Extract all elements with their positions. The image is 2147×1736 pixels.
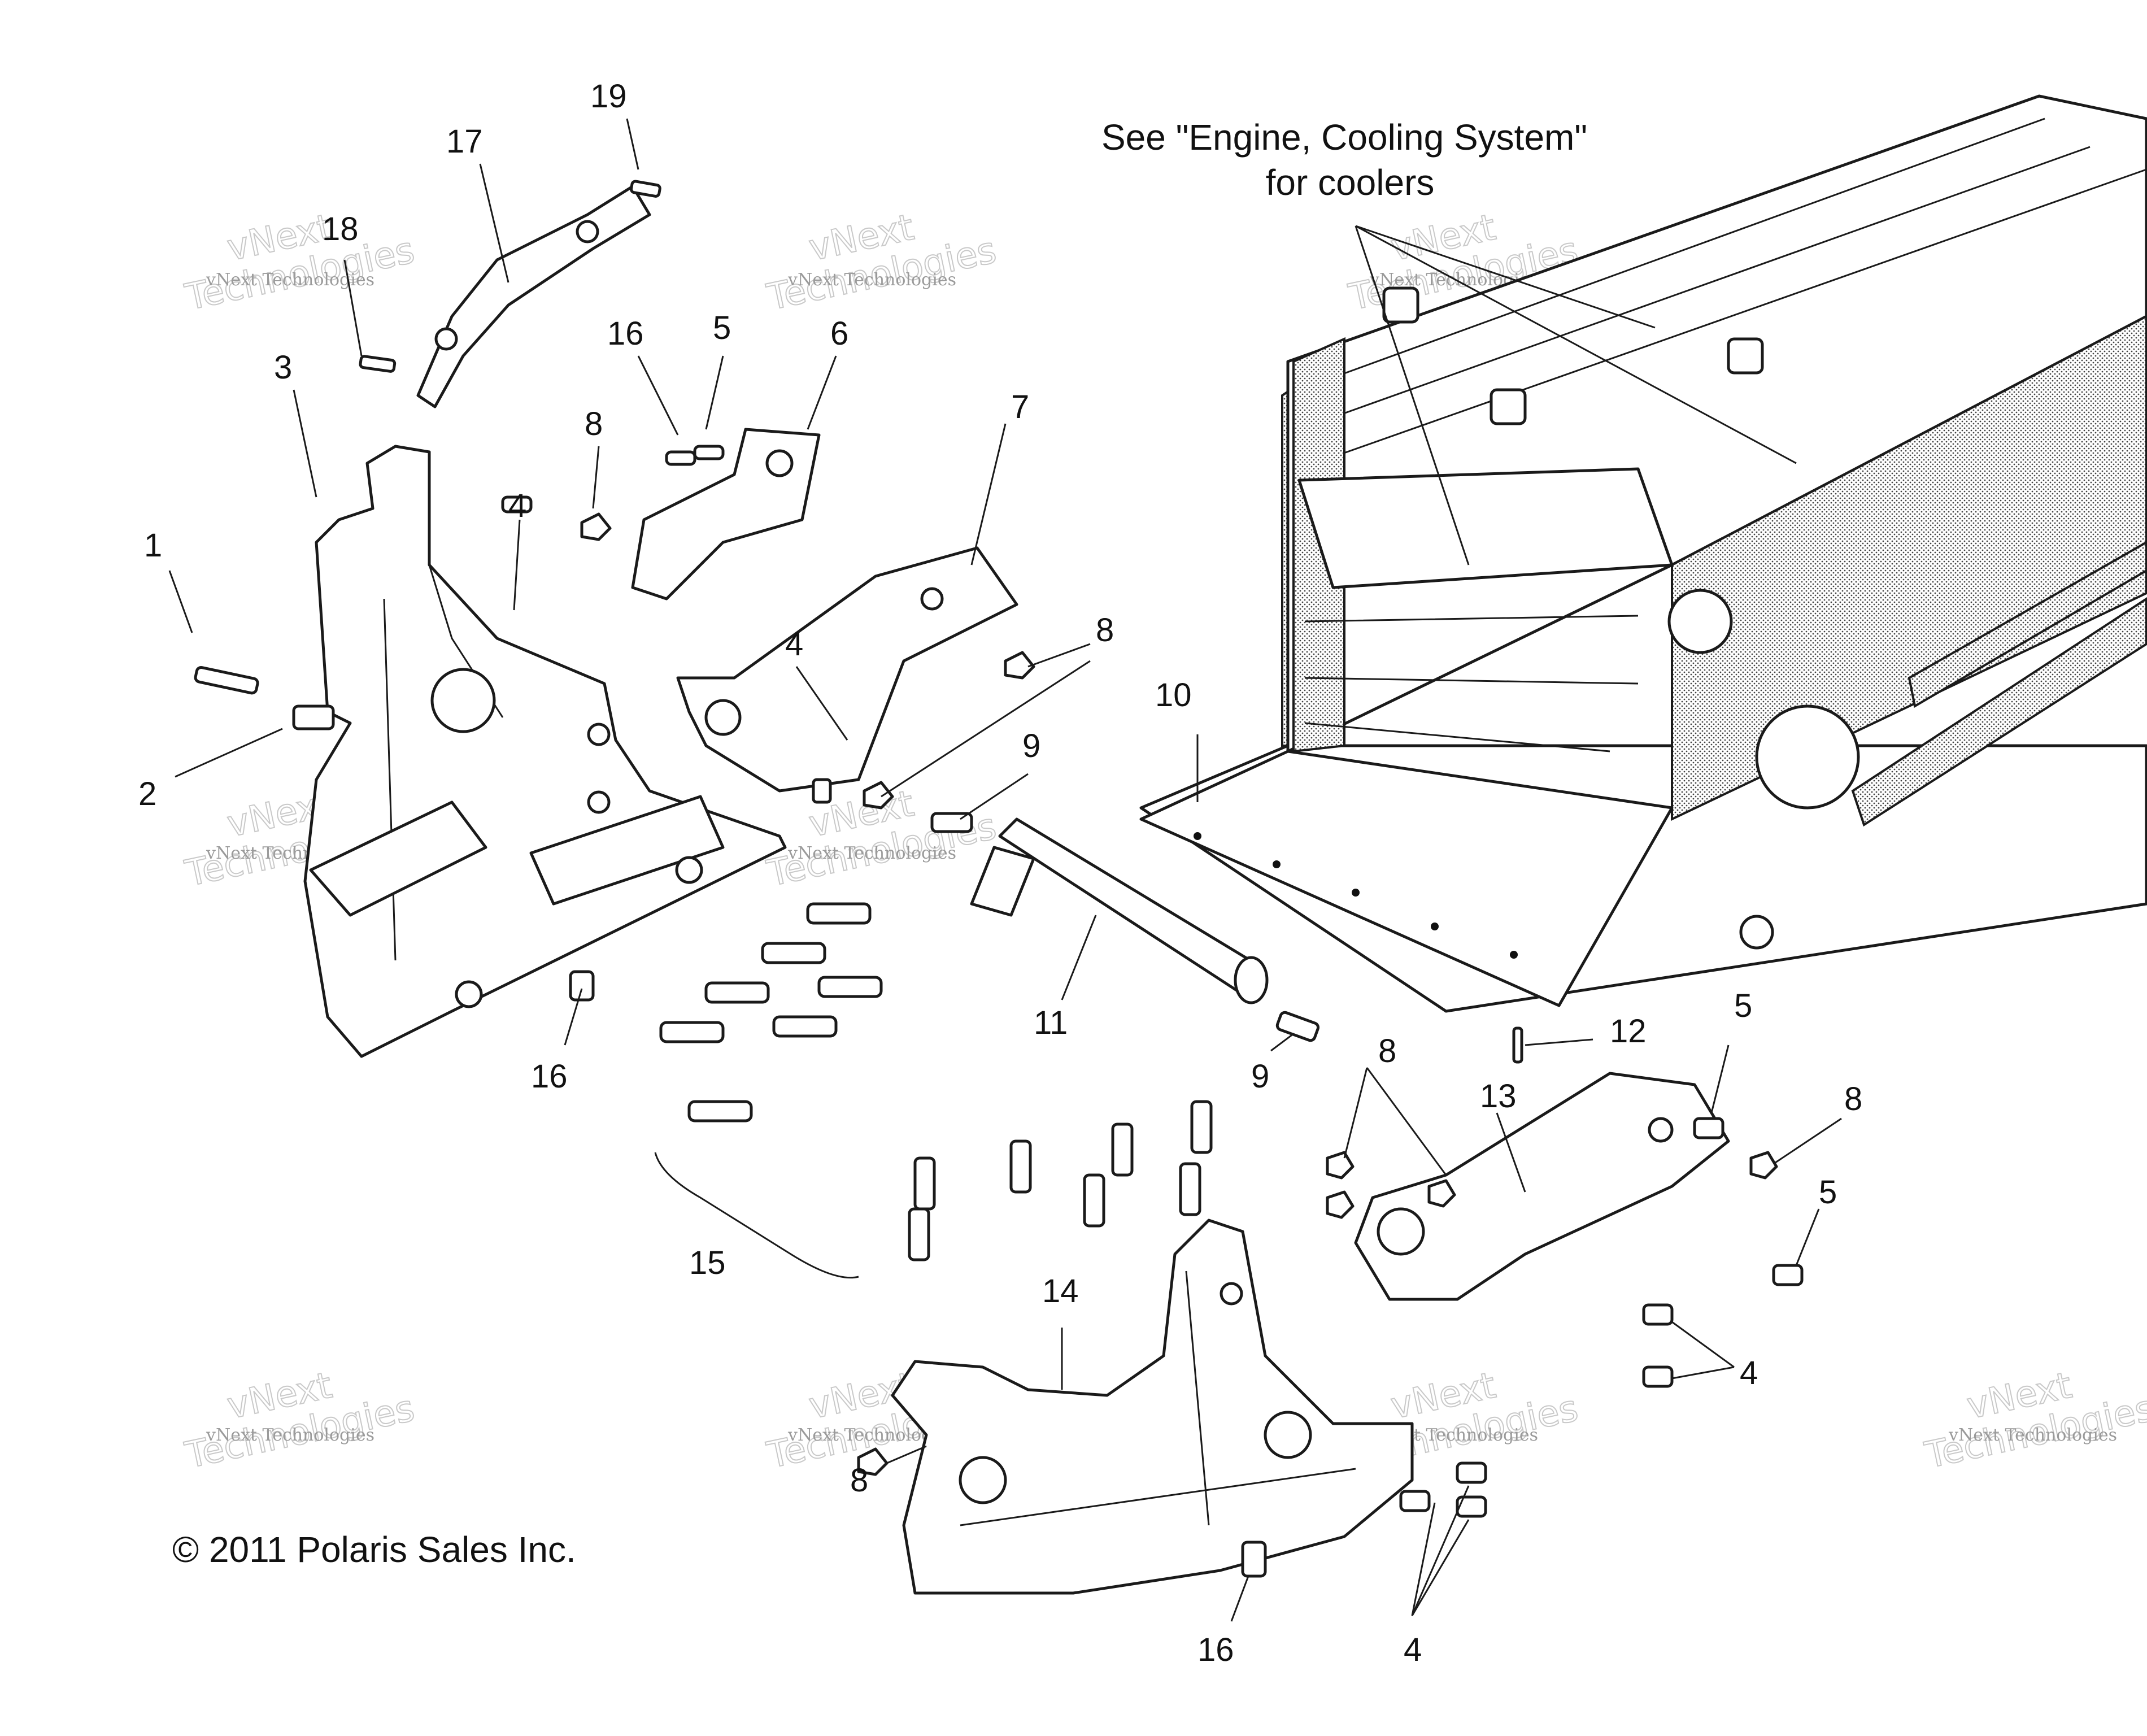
callout-8: 8 [1378, 1033, 1396, 1069]
note-line-1: See "Engine, Cooling System" [1101, 117, 1587, 158]
callout-18: 18 [322, 211, 359, 247]
callout-1: 1 [144, 527, 162, 564]
leader-lines [168, 118, 1842, 1622]
copyright-text: © 2011 Polaris Sales Inc. [172, 1529, 576, 1570]
watermark: vNext Technologies [181, 206, 419, 320]
bracket-6 [631, 428, 821, 601]
callout-6: 6 [830, 315, 848, 352]
cooler-reference-note: See "Engine, Cooling System" for coolers [1101, 117, 1587, 203]
watermark-text: vNext Technologies [206, 1425, 374, 1445]
callout-15: 15 [689, 1245, 726, 1281]
callout-16: 16 [531, 1058, 568, 1095]
callout-5: 5 [1819, 1174, 1837, 1211]
callout-4: 4 [1404, 1631, 1422, 1668]
cross-tube-11 [970, 817, 1269, 1004]
callout-8: 8 [850, 1462, 868, 1499]
callout-16: 16 [607, 315, 644, 352]
callouts: 1 2 3 4 4 4 4 5 5 5 6 7 8 8 8 8 8 9 9 10… [138, 78, 1862, 1668]
watermark: vNext Technologies [763, 206, 1001, 320]
callout-10: 10 [1155, 677, 1192, 713]
note-line-2: for coolers [1266, 162, 1435, 203]
callout-12: 12 [1610, 1013, 1647, 1050]
watermark-text: vNext Technologies [787, 270, 956, 290]
callout-8: 8 [1096, 612, 1114, 649]
callout-11: 11 [1034, 1004, 1068, 1041]
callout-2: 2 [138, 776, 156, 812]
watermark-text: vNext Technologies [1948, 1425, 2117, 1445]
front-bulkhead-left [303, 445, 787, 1058]
callout-19: 19 [590, 78, 627, 115]
callout-4: 4 [508, 488, 526, 524]
front-bulkhead-lower [891, 1219, 1414, 1595]
floor-plate [1139, 750, 1674, 1007]
bracket-7 [676, 546, 1018, 793]
callout-17: 17 [446, 123, 483, 160]
callout-8: 8 [1844, 1081, 1862, 1117]
bracket-13 [1354, 1072, 1730, 1301]
callout-3: 3 [274, 349, 292, 386]
callout-9: 9 [1022, 728, 1040, 764]
callout-16: 16 [1197, 1631, 1234, 1668]
callout-4: 4 [785, 626, 803, 663]
watermark-text: vNext Technologies [787, 843, 956, 863]
watermark: vNext Technologies [181, 1364, 419, 1478]
bracket-17 [416, 185, 651, 408]
callout-7: 7 [1011, 389, 1029, 425]
callout-5: 5 [713, 310, 731, 346]
watermark: vNext Technologies [1921, 1364, 2147, 1478]
callout-8: 8 [585, 406, 603, 442]
callout-14: 14 [1042, 1273, 1079, 1309]
callout-9: 9 [1251, 1058, 1269, 1095]
callout-5: 5 [1734, 987, 1752, 1024]
callout-4: 4 [1740, 1355, 1758, 1391]
callout-13: 13 [1480, 1078, 1517, 1115]
